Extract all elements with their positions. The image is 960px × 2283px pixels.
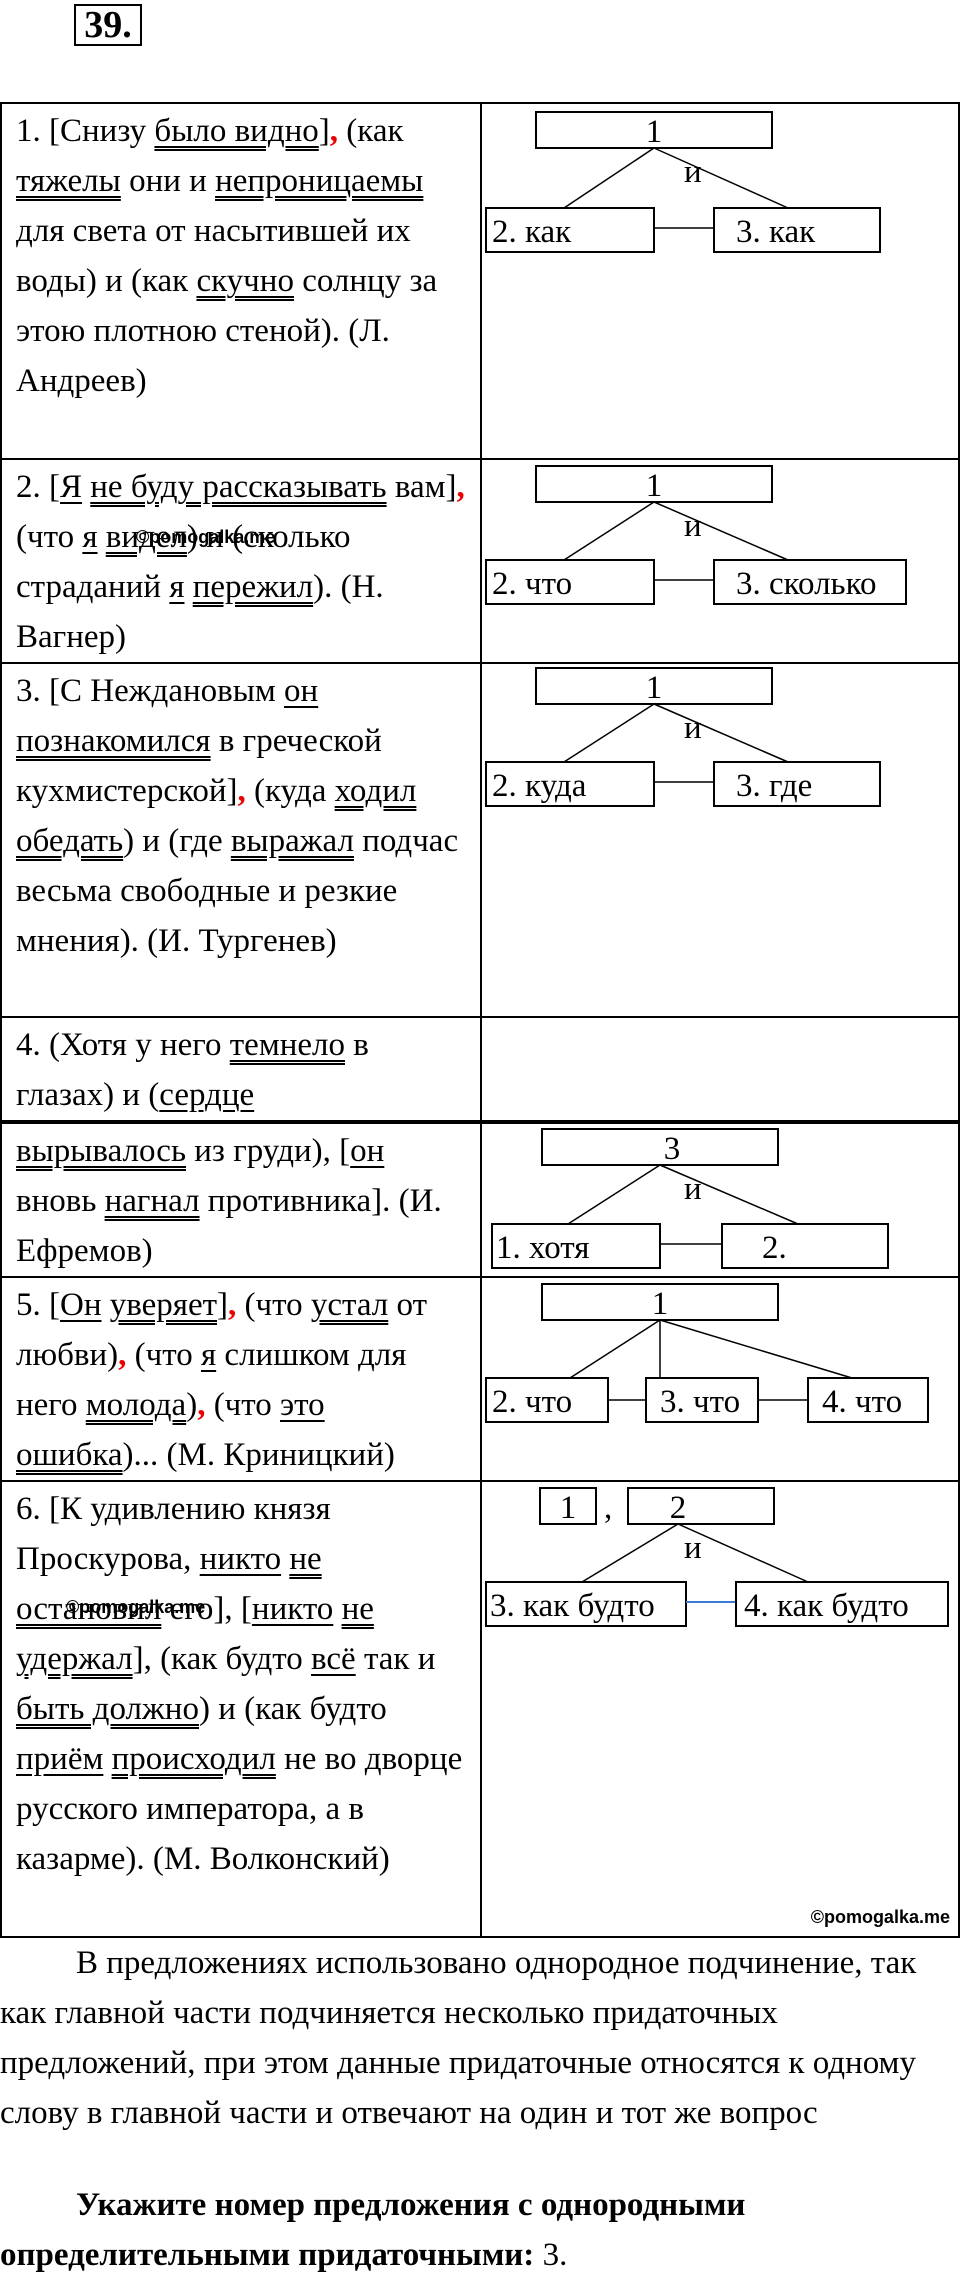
main-clause-box: 1	[646, 670, 663, 706]
exercise-table-1: 1. [Снизу было видно], (как тяжелы они и…	[0, 102, 960, 1122]
conclusion-paragraph: В предложениях использовано однородное п…	[0, 1945, 917, 2131]
sub-clause-box: 2. что	[492, 566, 572, 602]
question-label: Укажите номер предложения с однородными …	[0, 2187, 746, 2273]
diagram-1: 1 и 2. как 3. как	[480, 102, 960, 460]
sub-clause-box: 3. как	[736, 214, 816, 250]
sentence-3: 3. [С Неждановым он познакомился в грече…	[0, 662, 482, 1018]
main-clause-box: 1	[646, 114, 663, 150]
main-clause-box: 2	[670, 1490, 687, 1526]
diagram-3: 1 и 2. куда 3. где	[480, 662, 960, 1018]
scheme-3: 1 и 2. куда 3. где	[485, 667, 881, 807]
diagram-6: 1 , 2 и 3. как будто 4. как будто ©pomog…	[480, 1480, 960, 1938]
table-row: 3. [С Неждановым он познакомился в грече…	[0, 662, 960, 1018]
watermark: ©pomogalka.me	[810, 1907, 950, 1927]
conjunction-label: и	[684, 1530, 702, 1566]
conjunction-label: и	[684, 154, 702, 190]
table-row: 4. (Хотя у него темнело в глазах) и (сер…	[0, 1016, 960, 1122]
sentence-4-end: вырывалось из груди), [он вновь нагнал п…	[0, 1122, 482, 1278]
diagram-4-empty	[480, 1016, 960, 1122]
scheme-1: 1 и 2. как 3. как	[485, 111, 881, 253]
main-clause-box: 3	[664, 1131, 681, 1167]
watermark: ©pomogalka.me	[66, 1597, 206, 1617]
sub-clause-box: 2. что	[492, 1384, 572, 1420]
table-row: вырывалось из груди), [он вновь нагнал п…	[0, 1122, 960, 1278]
sub-clause-box: 2. как	[492, 214, 572, 250]
scheme-2: 1 и 2. что 3. сколько	[485, 465, 907, 605]
diagram-4: 3 и 1. хотя 2.	[480, 1122, 960, 1278]
conjunction-label: и	[684, 508, 702, 544]
table-row: 2. [Я не буду рассказывать вам], (что я …	[0, 458, 960, 664]
table-row: 1. [Снизу было видно], (как тяжелы они и…	[0, 102, 960, 460]
question-answer: 3.	[534, 2237, 568, 2273]
diagram-5: 1 2. что 3. что 4. что	[480, 1276, 960, 1482]
question-paragraph: Укажите номер предложения с однородными …	[0, 2180, 960, 2280]
task-number: 39.	[74, 4, 142, 46]
sub-clause-box: 1. хотя	[496, 1230, 589, 1266]
sub-clause-box: 3. где	[736, 768, 812, 804]
conjunction-label: и	[684, 1171, 702, 1207]
conjunction-label: и	[684, 710, 702, 746]
sub-clause-box: 4. как будто	[744, 1588, 909, 1624]
main-clause-box: 1	[646, 468, 663, 504]
sub-clause-box: 2. куда	[492, 768, 587, 804]
sentence-4-start: 4. (Хотя у него темнело в глазах) и (сер…	[0, 1016, 482, 1122]
sub-clause-box: 3. что	[660, 1384, 740, 1420]
main-clause-box-left: 1	[560, 1490, 577, 1526]
scheme-5: 1 2. что 3. что 4. что	[485, 1283, 929, 1423]
scheme-6: 1 , 2 и 3. как будто 4. как будто	[485, 1487, 949, 1627]
scheme-4: 3 и 1. хотя 2.	[491, 1128, 889, 1269]
exercise-table-2: вырывалось из груди), [он вновь нагнал п…	[0, 1122, 960, 1938]
sentence-2: 2. [Я не буду рассказывать вам], (что я …	[0, 458, 482, 664]
diagram-2: 1 и 2. что 3. сколько	[480, 458, 960, 664]
sentence-1: 1. [Снизу было видно], (как тяжелы они и…	[0, 102, 482, 460]
sub-clause-box: 2.	[762, 1230, 787, 1266]
sub-clause-box: 3. как будто	[490, 1588, 655, 1624]
watermark: ©pomogalka.me	[136, 527, 276, 547]
comma-mark: ,	[604, 1490, 612, 1526]
main-clause-box: 1	[652, 1286, 669, 1322]
sentence-5: 5. [Он уверяет], (что устал от любви), (…	[0, 1276, 482, 1482]
table-row: 6. [К удивлению князя Проскурова, никто …	[0, 1480, 960, 1938]
sub-clause-box: 3. сколько	[736, 566, 876, 602]
sentence-6: 6. [К удивлению князя Проскурова, никто …	[0, 1480, 482, 1938]
sub-clause-box: 4. что	[822, 1384, 902, 1420]
table-row: 5. [Он уверяет], (что устал от любви), (…	[0, 1276, 960, 1482]
